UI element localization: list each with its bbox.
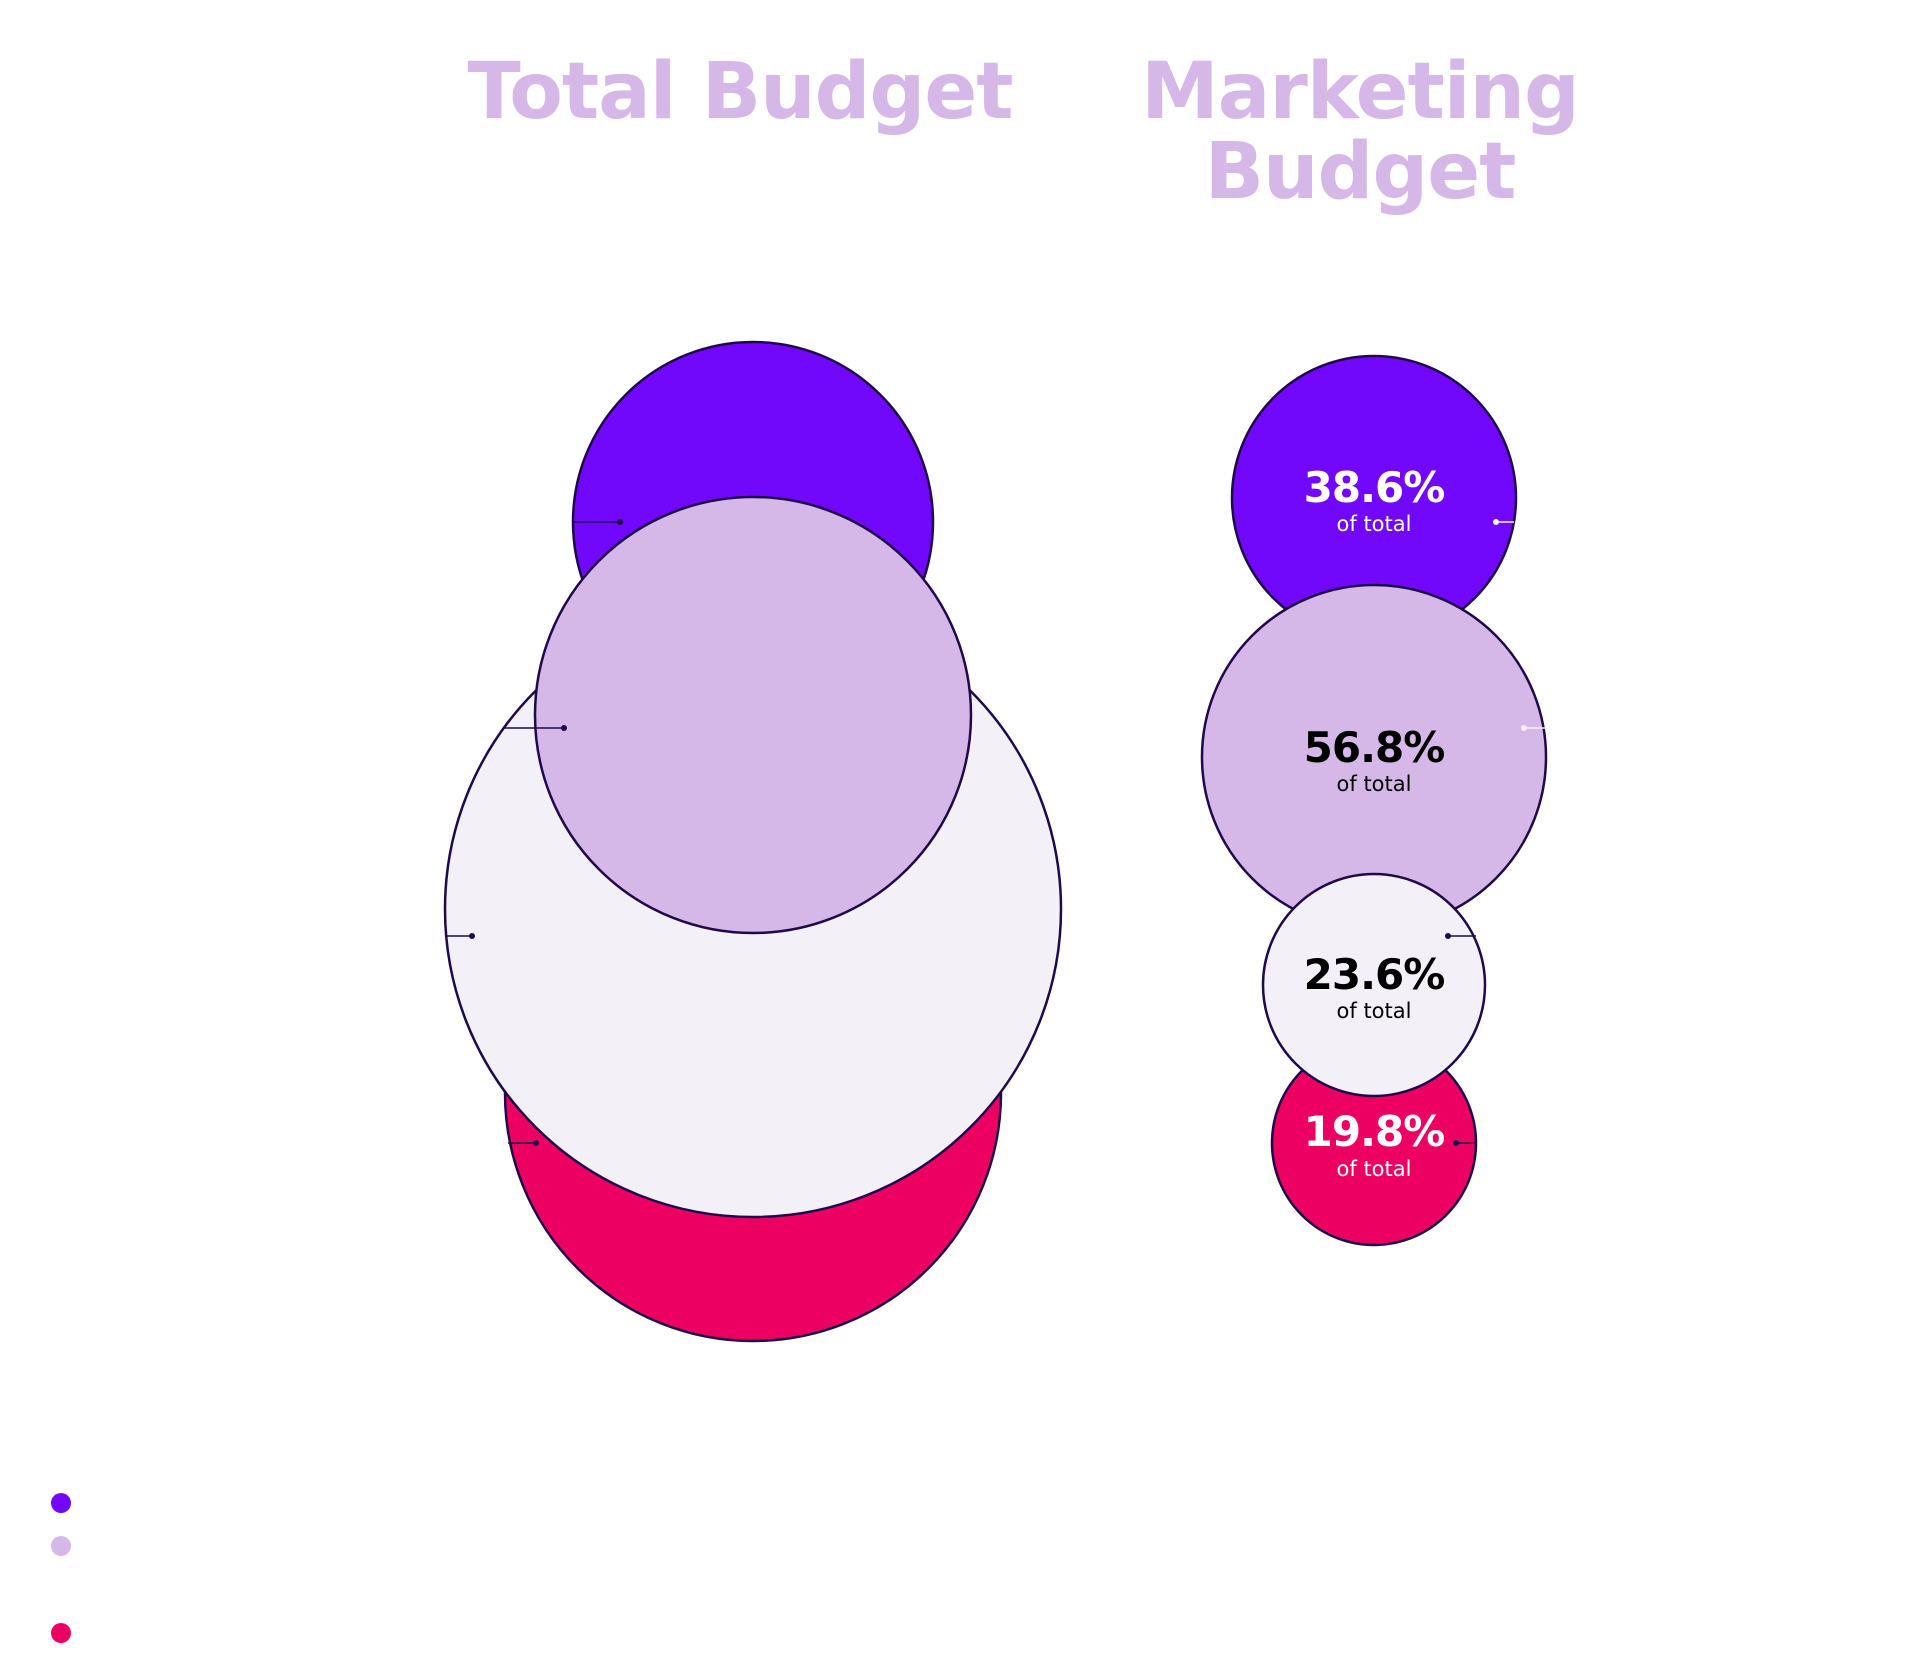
total-bubble-2 <box>533 495 973 935</box>
total-connector-dot-4 <box>533 1140 539 1146</box>
marketing-connector-dot-2 <box>1521 725 1527 731</box>
marketing-connector-dot-1 <box>1493 519 1499 525</box>
legend-dot-2 <box>51 1536 71 1556</box>
total-connector-dot-3 <box>469 933 475 939</box>
total-connector-dot-2 <box>561 725 567 731</box>
legend-dot-1 <box>51 1493 71 1513</box>
marketing-suffix-label-3: of total <box>1337 999 1412 1023</box>
marketing-value-label-1: 38.6% <box>1304 463 1445 512</box>
marketing-suffix-label-1: of total <box>1337 512 1412 536</box>
marketing-connector-dot-4 <box>1453 1140 1459 1146</box>
marketing-connector-dot-3 <box>1445 933 1451 939</box>
total-budget-title: Total Budget <box>467 47 1013 137</box>
marketing-suffix-label-4: of total <box>1337 1157 1412 1181</box>
total-connector-dot-1 <box>617 519 623 525</box>
marketing-suffix-label-2: of total <box>1337 772 1412 796</box>
marketing-value-label-4: 19.8% <box>1304 1107 1445 1156</box>
marketing-bubble-3 <box>1261 872 1487 1098</box>
marketing-budget-title: Marketing Budget <box>1141 47 1580 217</box>
total-budget-bubbles <box>443 340 1063 1343</box>
legend-dot-3 <box>51 1623 71 1643</box>
marketing-value-label-3: 23.6% <box>1304 950 1445 999</box>
marketing-value-label-2: 56.8% <box>1304 723 1445 772</box>
